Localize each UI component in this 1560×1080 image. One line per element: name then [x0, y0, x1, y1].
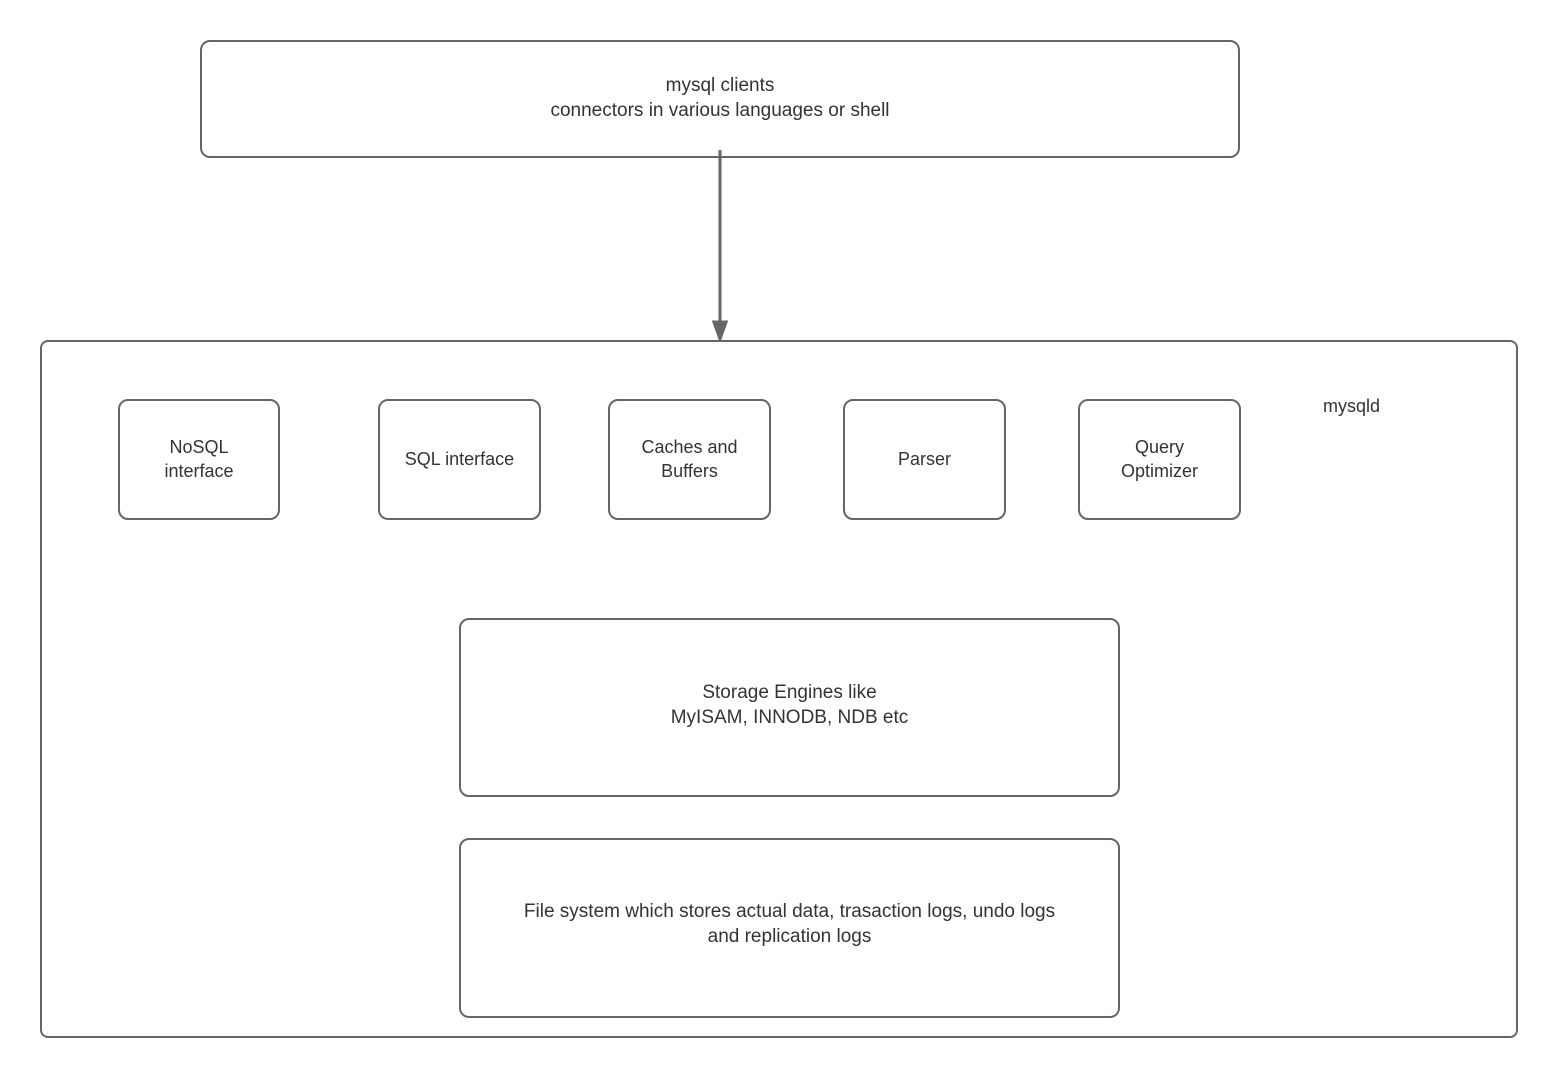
- clients-to-mysqld-arrow: [711, 150, 729, 344]
- mysqld-label: mysqld: [1323, 396, 1381, 416]
- component-nosql-interface[interactable]: NoSQL interface: [118, 399, 280, 520]
- component-sql-interface[interactable]: SQL interface: [378, 399, 541, 520]
- component-caches-and-buffers[interactable]: Caches and Buffers: [608, 399, 771, 520]
- mysql-clients-box[interactable]: mysql clients connectors in various lang…: [200, 40, 1240, 158]
- storage-engines-box[interactable]: Storage Engines like MyISAM, INNODB, NDB…: [459, 618, 1120, 797]
- component-query-optimizer[interactable]: Query Optimizer: [1078, 399, 1241, 520]
- file-system-box[interactable]: File system which stores actual data, tr…: [459, 838, 1120, 1018]
- component-parser[interactable]: Parser: [843, 399, 1006, 520]
